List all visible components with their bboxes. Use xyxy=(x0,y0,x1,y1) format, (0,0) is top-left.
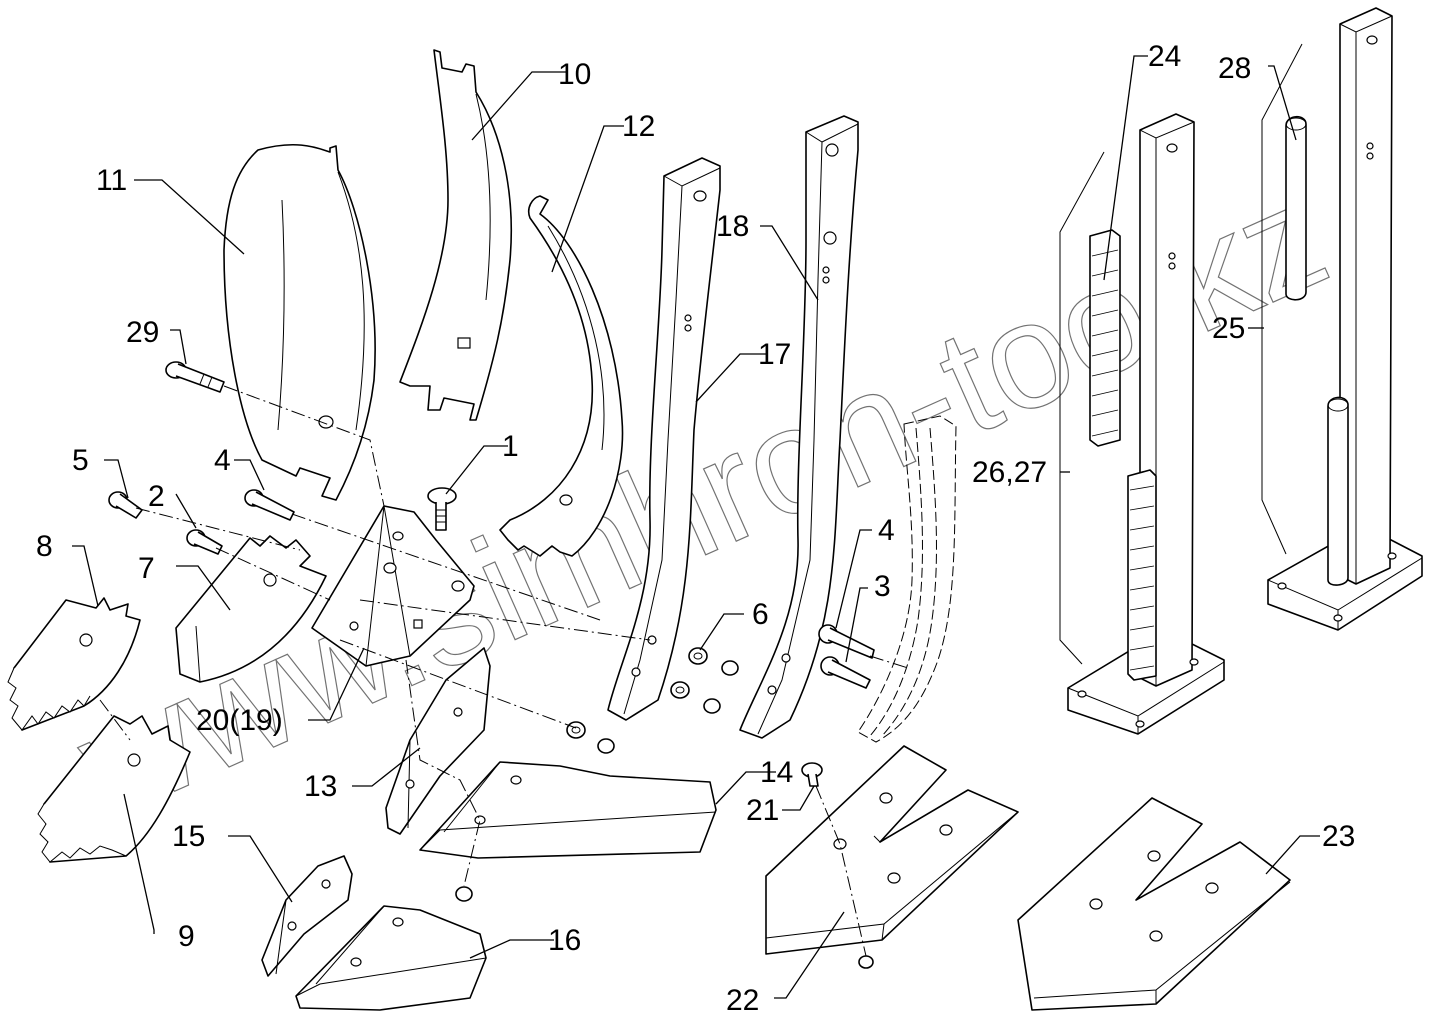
part-8-serrated-share xyxy=(7,597,141,731)
callout-28: 28 xyxy=(1218,52,1251,85)
part-14-wing-plate xyxy=(419,761,717,902)
part-26-27-hatch xyxy=(1129,485,1155,671)
callout-labels: 1 2 3 4 4 5 6 7 8 9 10 11 12 13 14 15 16… xyxy=(36,40,1355,1017)
part-23-point-plate xyxy=(1017,797,1291,1011)
part-21-bolt xyxy=(801,762,823,787)
part-4-bolt-left xyxy=(244,489,295,521)
callout-9: 9 xyxy=(178,920,195,953)
bracket-26-27 xyxy=(1059,151,1105,665)
part-29-bolt xyxy=(165,361,225,393)
part-16-wing-plate xyxy=(295,905,487,1011)
callout-11: 11 xyxy=(96,164,127,197)
callout-26-27: 26,27 xyxy=(972,456,1047,489)
callout-22: 22 xyxy=(726,984,759,1017)
part-1-bolt xyxy=(427,487,457,531)
callout-8: 8 xyxy=(36,530,53,563)
leader-lines xyxy=(72,55,1320,999)
callout-10: 10 xyxy=(558,58,591,91)
callout-14: 14 xyxy=(760,756,793,789)
part-1-frog xyxy=(311,505,475,667)
part-12-shin xyxy=(499,195,624,557)
part-26-27-standard-with-base xyxy=(1067,113,1225,735)
callout-20-19: 20(19) xyxy=(196,704,283,737)
callout-6: 6 xyxy=(752,598,769,631)
part-7-share xyxy=(175,535,327,683)
phantom-standard-outline xyxy=(857,415,957,743)
part-2-bolt xyxy=(186,529,223,555)
part-24-insert-plate xyxy=(1089,229,1121,447)
callout-3: 3 xyxy=(874,570,891,603)
part-25-standard-with-base xyxy=(1267,7,1423,631)
callout-16: 16 xyxy=(548,924,581,957)
callout-15: 15 xyxy=(172,820,205,853)
callout-21: 21 xyxy=(746,794,779,827)
part-3-bolt xyxy=(820,656,871,689)
part-9-serrated-share xyxy=(37,715,191,863)
callout-24: 24 xyxy=(1148,40,1181,73)
callout-13: 13 xyxy=(304,770,337,803)
part-22-point-plate xyxy=(765,745,1019,969)
part-4-bolt-right xyxy=(818,624,875,659)
bracket-28 xyxy=(1261,43,1303,555)
part-5-bolt xyxy=(108,491,143,519)
callout-4a: 4 xyxy=(214,444,231,477)
callout-5: 5 xyxy=(72,444,89,477)
callout-1: 1 xyxy=(502,430,519,463)
callout-2: 2 xyxy=(148,480,165,513)
callout-7: 7 xyxy=(138,552,155,585)
part-11-mouldboard xyxy=(223,143,376,501)
callout-18: 18 xyxy=(716,210,749,243)
part-28-bar xyxy=(1285,115,1307,301)
part-18-standard xyxy=(739,115,859,739)
callout-17: 17 xyxy=(758,338,791,371)
part-10-shin xyxy=(399,49,513,421)
callout-4b: 4 xyxy=(878,514,895,547)
part-17-standard xyxy=(607,157,721,721)
part-13-wing xyxy=(385,647,491,835)
callout-25: 25 xyxy=(1212,312,1245,345)
assembly-axis-lines xyxy=(99,385,909,957)
callout-12: 12 xyxy=(622,110,655,143)
callout-23: 23 xyxy=(1322,820,1355,853)
callout-29: 29 xyxy=(126,316,159,349)
part-15-wing xyxy=(261,855,353,977)
